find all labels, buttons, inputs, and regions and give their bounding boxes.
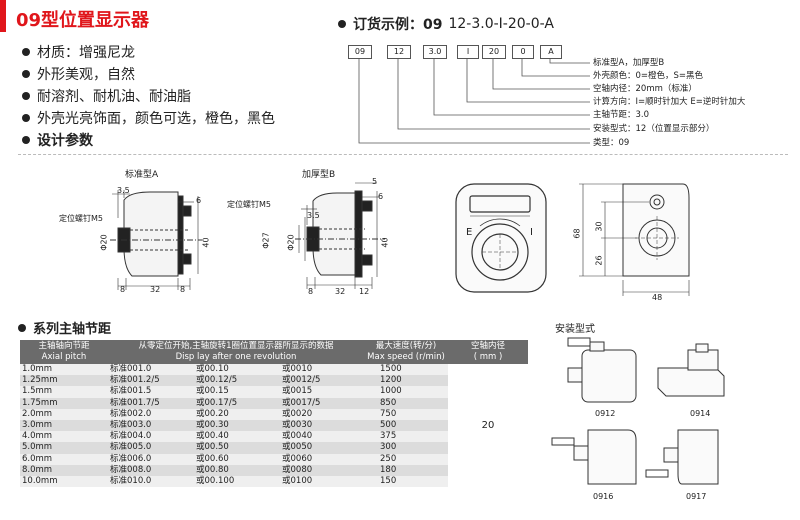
section-title-pitch: 系列主轴节距 (18, 318, 111, 337)
std-dim: 32 (150, 285, 161, 294)
side-dim: 26 (594, 255, 604, 266)
std-dim: 3.5 (117, 186, 130, 195)
order-box-model: A (540, 45, 562, 59)
thick-screw-label: 定位螺钉M5 (227, 200, 271, 209)
mounting-type-label: 0916 (593, 492, 614, 501)
order-box-bore: 20 (482, 45, 506, 59)
thick-drawing (295, 182, 385, 289)
order-box-color: 0 (512, 45, 534, 59)
side-dim: 68 (572, 228, 582, 239)
mounting-title: 安装型式 (555, 324, 595, 335)
order-label: 主轴节距：3.0 (593, 110, 650, 120)
mounting-drawings (551, 337, 725, 485)
pitch-table: 主轴轴向节距 Axial pitch 从零定位开始,主轴旋转1圈位置显示器所显示… (20, 340, 528, 488)
std-screw-label: 定位螺钉M5 (59, 214, 103, 223)
thick-dim: Φ20 (286, 234, 296, 251)
order-label: 空轴内径：20mm（标准） (593, 84, 697, 94)
order-box-pitch: 3.0 (423, 45, 447, 59)
divider (18, 154, 788, 155)
thick-dim: 40 (380, 237, 390, 248)
order-label: 安装型式：12（位置显示部分） (593, 124, 715, 134)
bullet-icon (338, 20, 346, 28)
std-dim: 8 (180, 285, 186, 294)
order-box-type: 09 (348, 45, 372, 59)
bullet-icon (22, 92, 30, 100)
order-label: 计算方向：I=顺时针加大 E=逆时针加大 (593, 97, 746, 107)
bullet-icon (22, 70, 30, 78)
thick-drawing-title: 加厚型B (302, 170, 336, 180)
dial-e-label: E (466, 227, 473, 238)
side-view-drawing (579, 183, 690, 296)
mounting-type-label: 0912 (595, 409, 616, 418)
page-title: 09型位置显示器 (16, 10, 150, 31)
side-dim: 48 (652, 293, 663, 302)
front-view-drawing (455, 183, 547, 293)
thick-dim: 5 (372, 177, 378, 186)
thick-dim: 6 (378, 192, 384, 201)
dial-i-label: I (530, 227, 533, 238)
order-label: 标准型A，加厚型B (593, 58, 665, 68)
thick-dim: 3.5 (307, 211, 320, 220)
feature-item: 材质：增强尼龙 (22, 42, 135, 62)
side-dim: 30 (594, 221, 604, 232)
bullet-icon (22, 114, 30, 122)
std-dim: Φ20 (99, 234, 109, 251)
header-display: 从零定位开始,主轴旋转1圈位置显示器所显示的数据 Disp lay after … (108, 340, 364, 364)
order-label: 外壳颜色：0=橙色，S=黑色 (593, 71, 704, 81)
shaft-diameter-value: 20 (448, 364, 528, 488)
table-header-row: 主轴轴向节距 Axial pitch 从零定位开始,主轴旋转1圈位置显示器所显示… (20, 340, 528, 364)
bullet-icon (22, 136, 30, 144)
feature-item: 外壳光亮饰面，颜色可选，橙色，黑色 (22, 108, 275, 128)
thick-dim: 32 (335, 287, 346, 296)
bullet-icon (18, 323, 26, 332)
header-pitch: 主轴轴向节距 Axial pitch (20, 340, 108, 364)
feature-item: 耐溶剂、耐机油、耐油脂 (22, 86, 191, 106)
order-label: 类型：09 (593, 138, 630, 148)
feature-item: 设计参数 (22, 130, 93, 150)
title-accent-bar (0, 0, 6, 32)
mounting-type-label: 0914 (690, 409, 711, 418)
header-speed: 最大速度(转/分) Max speed (r/min) (364, 340, 448, 364)
std-dim: 40 (201, 237, 211, 248)
thick-dim: 8 (308, 287, 314, 296)
order-box-mount: 12 (387, 45, 411, 59)
std-dim: 6 (196, 196, 202, 205)
header-shaft: 空轴内径 ( mm ) (448, 340, 528, 364)
thick-dim: 12 (359, 287, 370, 296)
feature-item: 外形美观，自然 (22, 64, 135, 84)
bullet-icon (22, 48, 30, 56)
std-dim: 8 (120, 285, 126, 294)
std-drawing-title: 标准型A (125, 170, 159, 180)
std-drawing (110, 190, 202, 290)
order-box-direction: I (457, 45, 479, 59)
order-leader-lines (358, 58, 590, 144)
thick-dim: Φ27 (261, 232, 271, 249)
mounting-type-label: 0917 (686, 492, 707, 501)
